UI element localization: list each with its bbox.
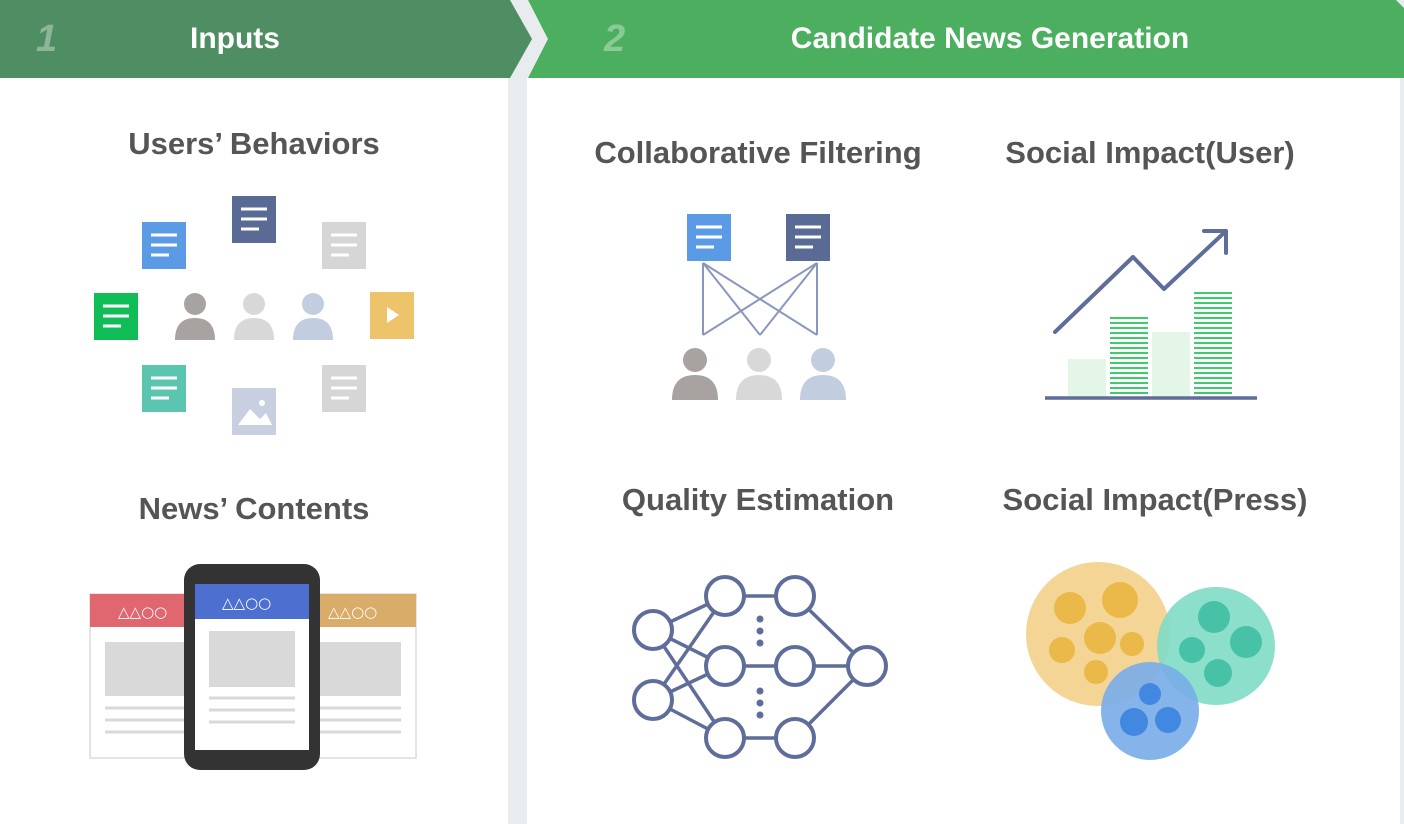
step1-arrow [0,0,532,78]
web-page-icon: △△○○ [315,593,417,759]
web-page-icon: △△○○ [89,593,191,759]
document-icon [786,214,830,261]
document-icon [94,293,138,340]
quality-estimation-title: Quality Estimation [621,482,895,517]
step1-number: 1 [36,18,58,60]
document-icon [687,214,731,261]
document-icon [322,222,366,269]
users-behaviors-title: Users’ Behaviors [128,126,380,161]
news-contents-illustration: △△○○ △△○○ △△○○ [89,564,417,770]
document-icon [322,365,366,412]
social-impact-press-illustration [1026,562,1275,760]
tab-symbols: △△○○ [222,594,271,612]
social-impact-press-title: Social Impact(Press) [1002,482,1308,517]
user-icon [672,348,718,400]
user-icon [800,348,846,400]
video-icon [370,292,414,339]
quality-estimation-illustration [632,575,888,759]
social-impact-user-illustration [1045,229,1257,400]
bubble-cluster-icon [1026,562,1275,760]
document-icon [232,196,276,243]
tab-symbols: △△○○ [328,603,377,621]
step2-number: 2 [604,18,626,60]
bar-chart-icon [1068,292,1232,397]
news-contents-title: News’ Contents [138,491,370,526]
step2-title: Candidate News Generation [790,22,1190,55]
step1-title: Inputs [190,22,280,55]
step-banner [0,0,1404,78]
document-icon [142,222,186,269]
user-icon [293,293,333,340]
users-behaviors-illustration [94,196,414,435]
social-impact-user-title: Social Impact(User) [1005,135,1295,170]
document-icon [142,365,186,412]
collaborative-filtering-title: Collaborative Filtering [594,135,922,170]
neural-network-icon [632,575,888,759]
mobile-phone-icon: △△○○ [184,564,320,770]
image-icon [232,388,276,435]
trend-arrow-icon [1053,229,1228,334]
user-icon [736,348,782,400]
step2-arrow [528,0,1404,78]
tab-symbols: △△○○ [118,603,167,621]
collaborative-filtering-illustration [672,214,846,400]
user-icon [175,293,215,340]
user-icon [234,293,274,340]
